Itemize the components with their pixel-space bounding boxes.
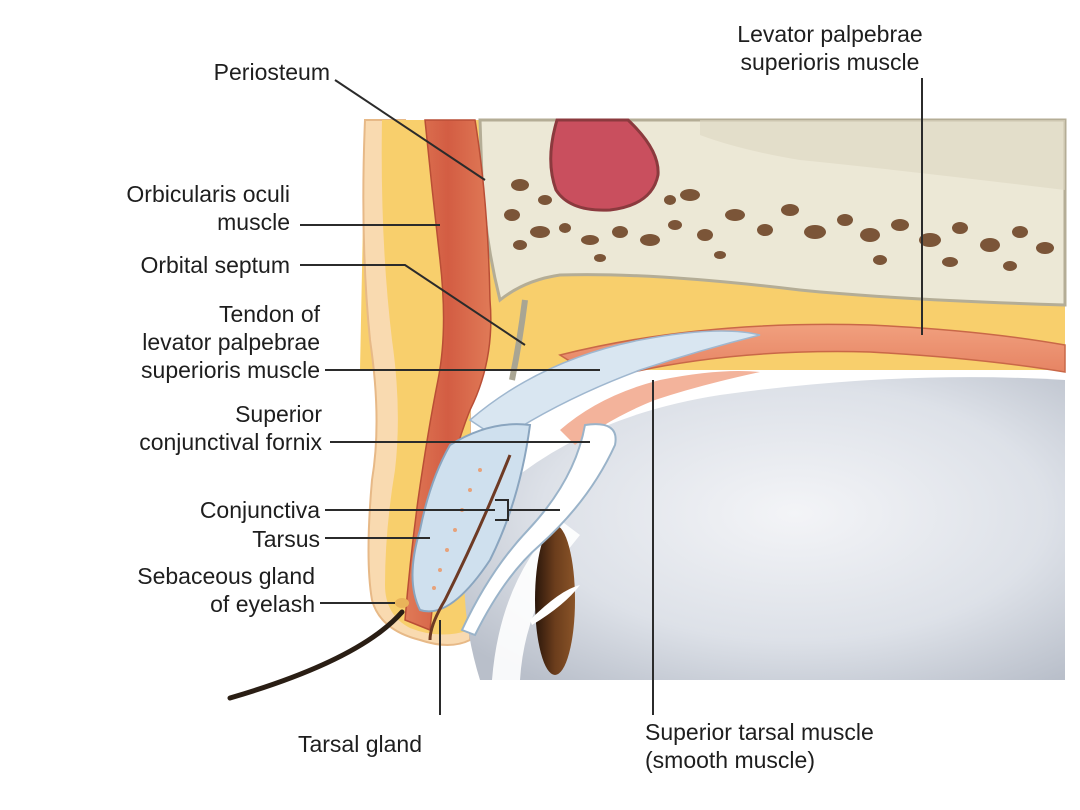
eyeball bbox=[464, 377, 1065, 680]
leader-periosteum bbox=[334, 79, 486, 181]
bone-pores bbox=[504, 179, 1054, 271]
label-tarsus-text: Tarsus bbox=[252, 526, 320, 552]
label-sebaceous-line2: of eyelash bbox=[210, 591, 315, 617]
tarsal-gland-duct bbox=[428, 454, 512, 641]
levator-complex bbox=[468, 323, 1066, 445]
label-levator-line2: superioris muscle bbox=[740, 49, 920, 75]
leader-orbital-septum bbox=[300, 264, 526, 346]
tarsus bbox=[411, 423, 532, 613]
conjunctiva-layer bbox=[460, 423, 617, 637]
label-sebaceous-line1: Sebaceous gland bbox=[137, 563, 315, 589]
label-tendon-line1: Tendon of bbox=[218, 301, 320, 327]
frontal-sinus bbox=[549, 118, 660, 212]
label-tendon-line2: levator palpebrae bbox=[142, 329, 320, 355]
label-tendon-line3: superioris muscle bbox=[141, 357, 320, 383]
label-conjunctiva: Conjunctiva bbox=[100, 496, 320, 524]
label-conjunctiva-text: Conjunctiva bbox=[199, 497, 320, 523]
label-periosteum: Periosteum bbox=[140, 58, 330, 86]
sclera bbox=[464, 377, 1065, 680]
label-orbicularis-line2: muscle bbox=[217, 209, 290, 235]
label-orbital-septum: Orbital septum bbox=[40, 251, 290, 279]
eyelash bbox=[227, 609, 405, 701]
label-superior-tarsal-line2: (smooth muscle) bbox=[645, 747, 815, 773]
label-levator-palpebrae: Levator palpebrae superioris muscle bbox=[660, 20, 1000, 76]
label-orbicularis-line1: Orbicularis oculi bbox=[126, 181, 290, 207]
label-fornix-line1: Superior bbox=[235, 401, 322, 427]
label-superior-tarsal-muscle: Superior tarsal muscle (smooth muscle) bbox=[645, 718, 1025, 774]
sebaceous-gland bbox=[395, 598, 409, 608]
orbital-roof-region bbox=[360, 118, 1067, 370]
label-tarsal-gland-text: Tarsal gland bbox=[297, 731, 423, 757]
levator-aponeurosis bbox=[468, 330, 761, 441]
label-tarsal-gland: Tarsal gland bbox=[250, 730, 470, 758]
label-periosteum-text: Periosteum bbox=[213, 59, 330, 85]
label-tendon-levator: Tendon of levator palpebrae superioris m… bbox=[30, 300, 320, 384]
leader-lines bbox=[300, 78, 923, 715]
label-sebaceous-gland: Sebaceous gland of eyelash bbox=[20, 562, 315, 618]
label-superior-conjunctival-fornix: Superior conjunctival fornix bbox=[30, 400, 322, 456]
orbit-roof-light bbox=[700, 120, 1065, 190]
label-superior-tarsal-line1: Superior tarsal muscle bbox=[645, 719, 874, 745]
tarsal-plate bbox=[411, 423, 617, 641]
label-orbital-septum-text: Orbital septum bbox=[140, 252, 290, 278]
label-levator-line1: Levator palpebrae bbox=[737, 21, 923, 47]
conjunctiva-bracket bbox=[495, 499, 560, 521]
label-tarsus: Tarsus bbox=[160, 525, 320, 553]
superior-tarsal-muscle bbox=[560, 371, 760, 445]
label-fornix-line2: conjunctival fornix bbox=[139, 429, 322, 455]
label-orbicularis-oculi-muscle: Orbicularis oculi muscle bbox=[50, 180, 290, 236]
iris-highlight bbox=[530, 585, 580, 625]
